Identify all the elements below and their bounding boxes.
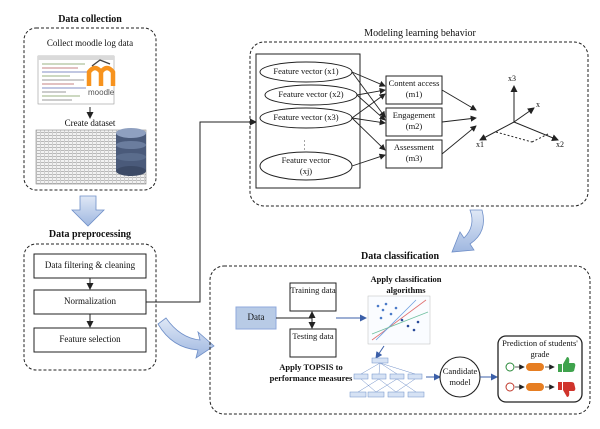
feature-space-axes — [479, 85, 559, 143]
step-normalization-label: Normalization — [64, 296, 116, 306]
classification-title: Data classification — [360, 251, 440, 262]
data-collection-group — [23, 27, 157, 191]
flow-arrow-preprocessing-to-classification — [157, 317, 215, 359]
axis-label-x1: x1 — [476, 140, 484, 149]
classification-group — [209, 265, 591, 415]
step-filtering-label: Data filtering & cleaning — [44, 260, 136, 270]
category-assessment-label: Assessment(m3) — [393, 142, 435, 163]
flow-arrow-collection-to-preprocessing — [71, 195, 105, 227]
training-data-label: Training data — [290, 285, 336, 295]
arrow-algorithms-to-topsis — [375, 345, 385, 359]
connector-normalization-to-modeling — [146, 118, 257, 303]
category-content-access-label: Content access(m1) — [388, 78, 440, 99]
step-box-filtering — [33, 253, 147, 279]
feature-dots: . . . — [302, 140, 311, 150]
axis-label-x2: x2 — [556, 140, 564, 149]
feature-category-arrows — [351, 71, 386, 167]
step-box-feature-selection — [33, 327, 147, 353]
feature-vector-j-label: Feature vector(xj) — [281, 155, 331, 176]
prediction-label: Prediction of students' grade — [502, 338, 578, 359]
category-box-assessment — [385, 139, 443, 169]
axis-label-x: x — [536, 100, 540, 109]
modeling-group — [249, 41, 589, 207]
database-icon — [116, 128, 146, 176]
topsis-network-thumbnail — [349, 357, 425, 398]
moodle-logo-text: moodle — [88, 88, 115, 97]
thumbs-up-icon — [558, 357, 576, 372]
testing-data-label: Testing data — [292, 331, 334, 341]
thumbs-down-icon — [558, 382, 576, 397]
category-axes-arrows — [441, 89, 477, 155]
modeling-title: Modeling learning behavior — [364, 28, 476, 39]
data-preprocessing-title: Data preprocessing — [48, 229, 132, 240]
category-engagement-label: Engagement(m2) — [392, 110, 436, 131]
step-feature-selection-label: Feature selection — [59, 334, 121, 344]
candidate-model-label: Candidate model — [442, 366, 478, 387]
prediction-fail-row — [505, 382, 555, 392]
collect-moodle-label: Collect moodle log data — [46, 38, 134, 48]
axis-label-x3: x3 — [508, 74, 516, 83]
feature-vector-3-label: Feature vector (x3) — [273, 112, 339, 122]
testing-data-box — [289, 328, 337, 358]
data-preprocessing-group — [23, 243, 157, 371]
feature-vector-2-label: Feature vector (x2) — [278, 89, 344, 99]
flow-arrow-modeling-to-classification — [451, 209, 484, 253]
feature-vector-1-label: Feature vector (x1) — [273, 66, 339, 76]
prediction-pass-row — [505, 362, 555, 372]
data-collection-title: Data collection — [58, 14, 122, 25]
classification-plot-thumbnail — [367, 295, 431, 345]
moodle-logo-icon — [86, 59, 116, 86]
create-dataset-label: Create dataset — [64, 118, 116, 128]
apply-topsis-label: Apply TOPSIS to performance measures — [269, 362, 353, 383]
apply-algorithms-label: Apply classification algorithms — [370, 274, 442, 295]
data-box-label: Data — [247, 312, 265, 322]
